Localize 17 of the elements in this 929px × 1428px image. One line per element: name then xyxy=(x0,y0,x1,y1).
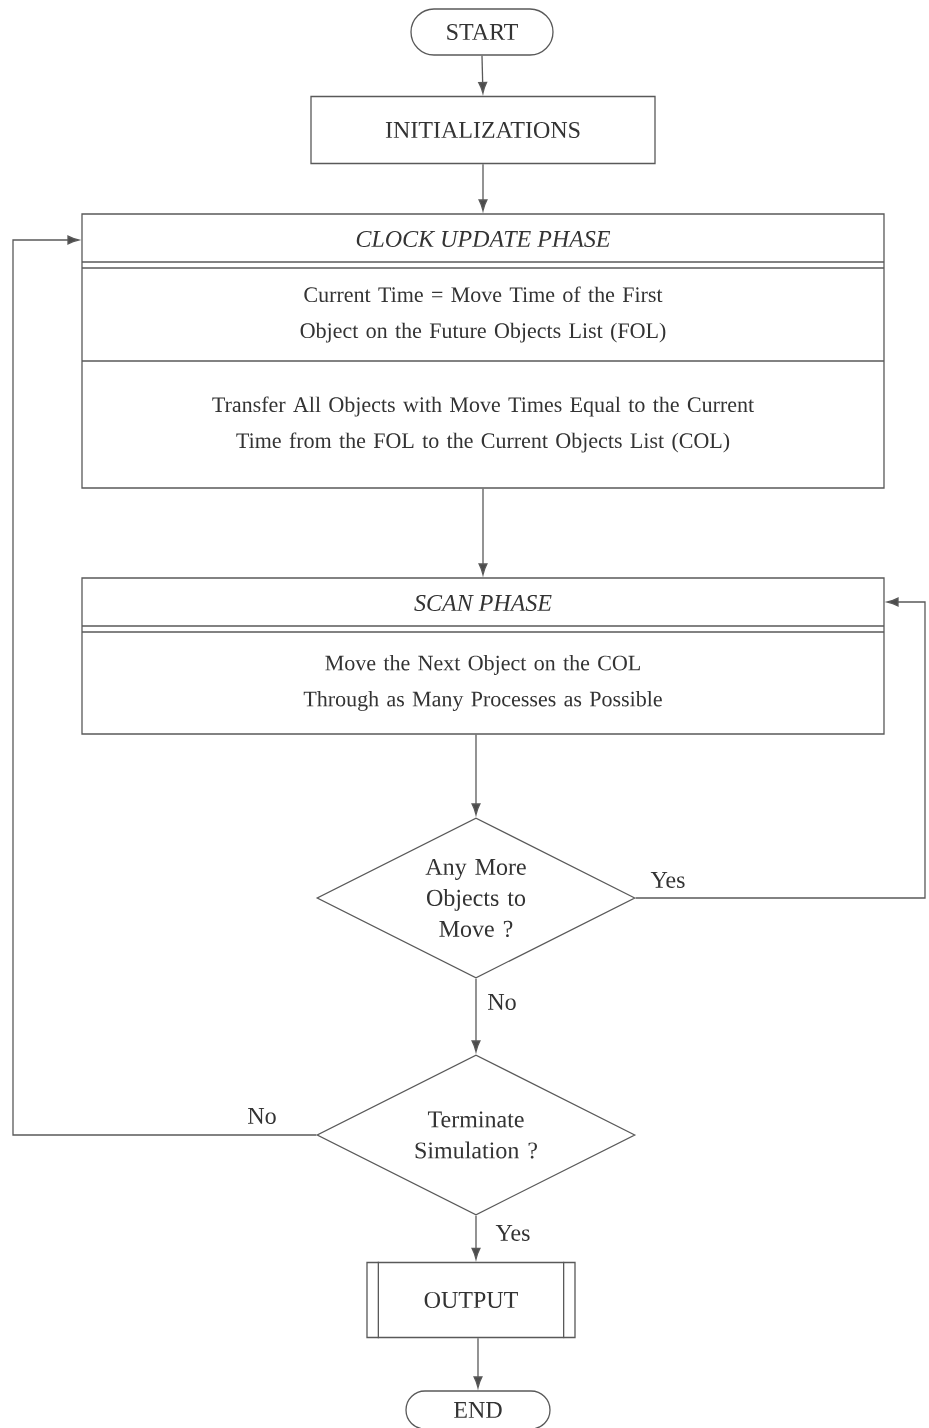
arrow xyxy=(635,597,926,899)
edge-label: Yes xyxy=(494,1224,532,1242)
predefined-process-box: OUTPUT xyxy=(366,1261,576,1339)
phase-block: CLOCK UPDATE PHASE Current Time = Move Time of the First Object on the Future Objects List (FOL) Transfer All Objects with Move Times Equal to the Current Time from the FOL to the Current Objects List (COL) xyxy=(81,213,885,489)
arrow xyxy=(478,163,488,212)
arrow xyxy=(471,978,481,1053)
edge-label: No xyxy=(486,993,518,1011)
arrow xyxy=(471,734,481,816)
arrow xyxy=(473,1337,483,1389)
process-box: INITIALIZATIONS xyxy=(310,95,656,165)
arrow xyxy=(12,235,317,1136)
arrow xyxy=(478,488,488,576)
arrow xyxy=(471,1215,481,1260)
arrow xyxy=(478,55,488,94)
edge-label: Yes xyxy=(649,871,687,889)
phase-block: SCAN PHASE Move the Next Object on the COL Through as Many Processes as Possible xyxy=(81,577,885,735)
edge-label: No xyxy=(246,1107,278,1125)
